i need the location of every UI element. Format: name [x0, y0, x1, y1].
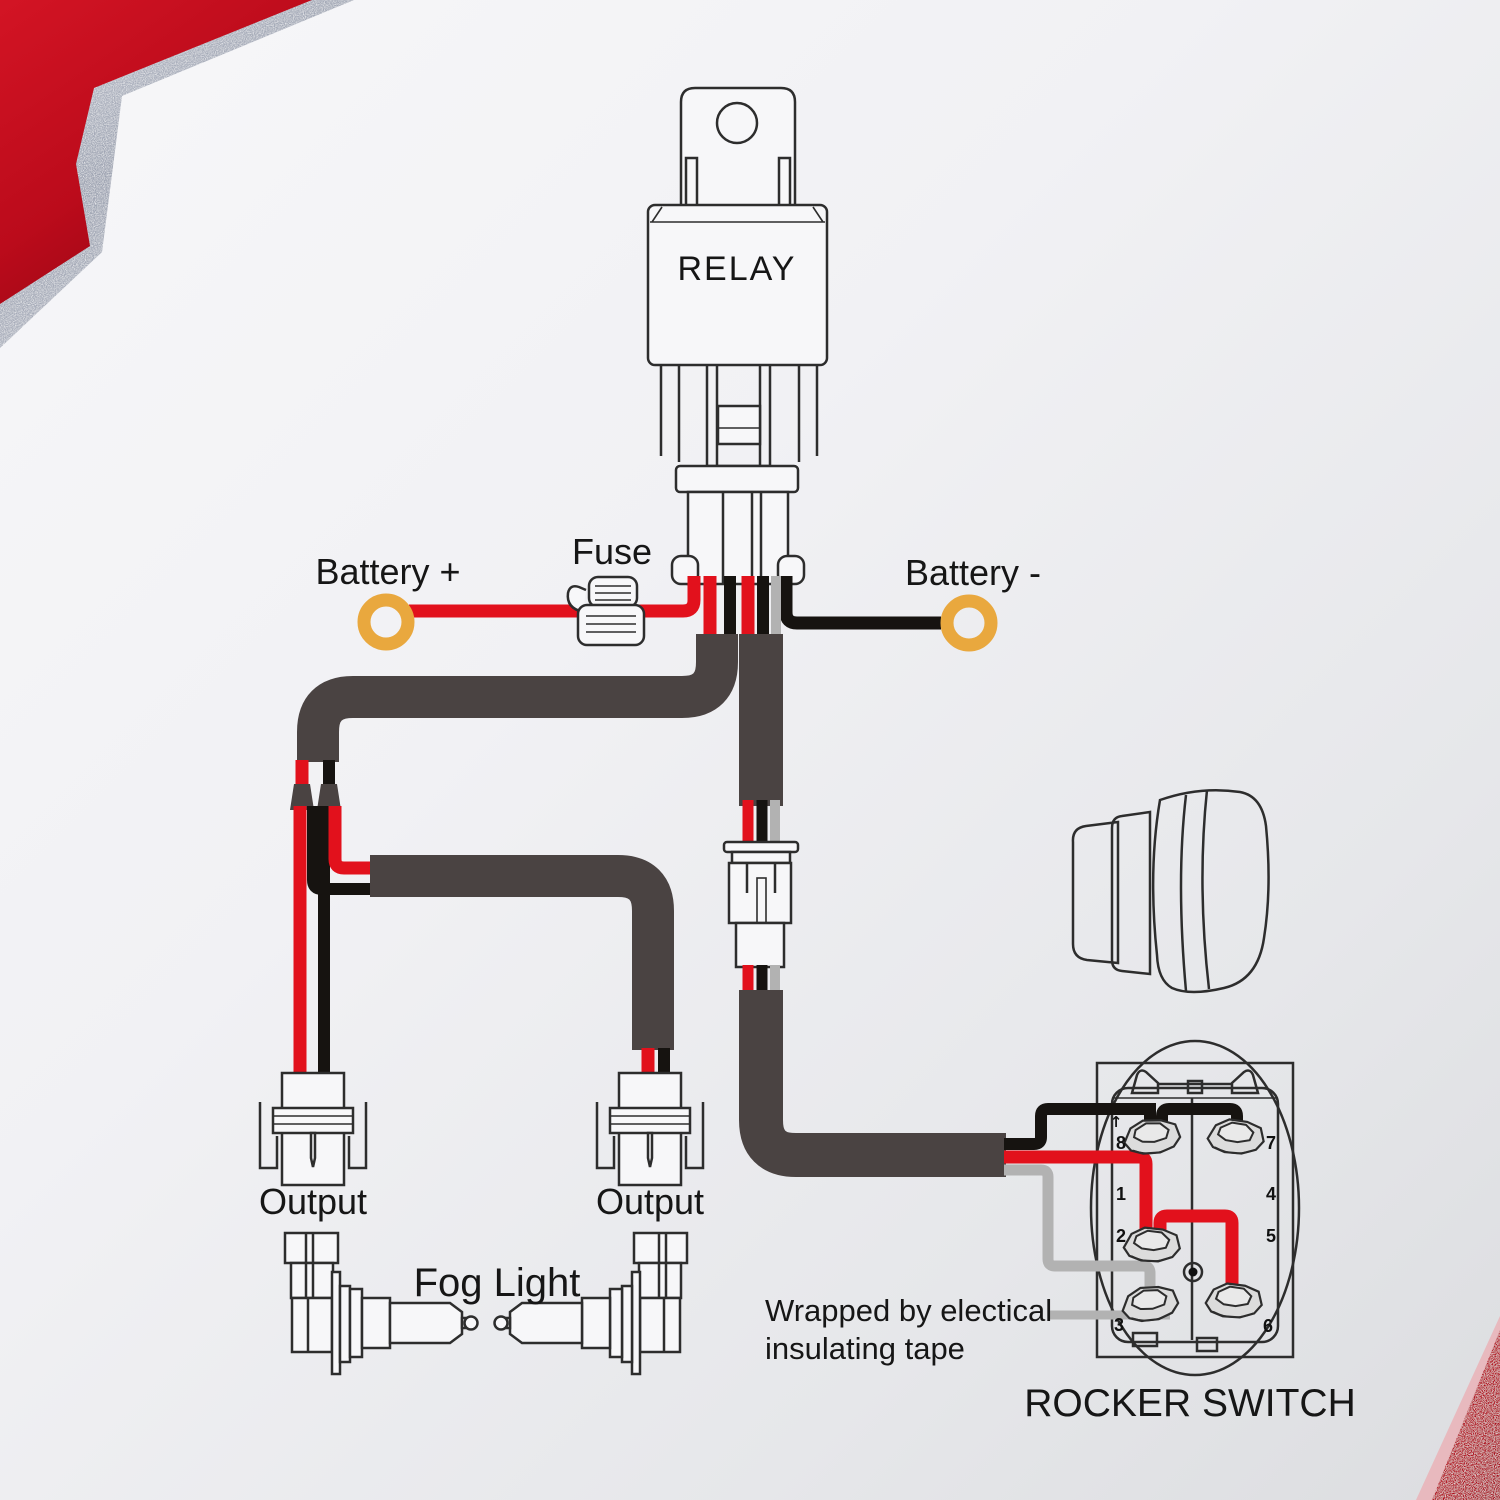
- label-tape-note-line1: Wrapped by electical: [765, 1293, 1052, 1328]
- label-rocker-switch: ROCKER SWITCH: [1024, 1382, 1356, 1425]
- terminal-number-3: 3: [1114, 1315, 1124, 1335]
- terminal-arrow: ↑: [1110, 1113, 1123, 1131]
- label-relay: RELAY: [678, 250, 797, 288]
- relay-mounting-tab: [679, 86, 797, 210]
- relay-plug: [670, 464, 806, 586]
- corner-decoration-top-left: [0, 0, 354, 348]
- fog-light-bulb-right: [493, 1231, 689, 1376]
- harness-cable-branch: [370, 855, 674, 1050]
- label-output-right: Output: [596, 1181, 704, 1222]
- wire-branch-red: [328, 806, 372, 875]
- terminal-lug-3: [1119, 1283, 1181, 1325]
- switch-pivot-icon: [1182, 1261, 1204, 1283]
- bulb-glass: [388, 1301, 464, 1345]
- terminal-number-1: 1: [1116, 1184, 1126, 1204]
- terminal-number-6: 6: [1263, 1316, 1273, 1336]
- bulb-tip: [463, 1315, 479, 1331]
- ring-terminal-positive-icon: [357, 593, 415, 651]
- terminal-lug-7: [1205, 1116, 1267, 1157]
- inline-connector: [722, 840, 800, 969]
- relay: [646, 86, 829, 586]
- output-connector-right: [595, 1071, 705, 1187]
- relay-body-bevel: [650, 206, 825, 223]
- switch-tab-left: [1131, 1331, 1159, 1348]
- harness-cable-left: [297, 634, 738, 762]
- terminal-lug-6: [1203, 1280, 1265, 1321]
- heat-shrink-sleeve-left: [290, 784, 314, 810]
- wire-switch-red: [1004, 1150, 1153, 1244]
- fog-light-bulb-left: [283, 1231, 479, 1376]
- label-output-left: Output: [259, 1181, 367, 1222]
- relay-pin-block: [659, 365, 819, 468]
- terminal-number-5: 5: [1266, 1226, 1276, 1246]
- output-connector-left: [258, 1071, 368, 1187]
- relay-latch: [716, 404, 762, 446]
- switch-retainer-clip: [1130, 1069, 1260, 1095]
- connector-pin: [646, 1131, 654, 1168]
- terminal-number-4: 4: [1266, 1184, 1276, 1204]
- rocker-switch-actuator: [1071, 788, 1270, 994]
- connector-pin: [309, 1131, 317, 1168]
- relay-body: [646, 203, 829, 367]
- terminal-lug-2: [1122, 1225, 1182, 1264]
- label-battery-negative: Battery -: [905, 552, 1041, 593]
- label-tape-note-line2: insulating tape: [765, 1331, 965, 1366]
- bulb-glass: [508, 1301, 584, 1345]
- terminal-number-7: 7: [1266, 1133, 1276, 1153]
- terminal-lug-8: [1121, 1116, 1183, 1157]
- mounting-hole-icon: [715, 101, 759, 145]
- red-wedge-shape: [1432, 1330, 1500, 1500]
- ring-terminal-negative-icon: [940, 594, 998, 652]
- bulb-tip: [493, 1315, 509, 1331]
- wire-switch-gray: [1004, 1164, 1156, 1302]
- wire-switch-black: [1004, 1103, 1156, 1150]
- label-fuse: Fuse: [572, 531, 652, 572]
- wire-branch-black: [307, 806, 372, 895]
- harness-cable-switch-lower: [739, 990, 1006, 1177]
- label-battery-positive: Battery +: [315, 551, 460, 592]
- wire-switch-black-jumper: [1156, 1103, 1243, 1134]
- switch-tab-right: [1195, 1336, 1219, 1353]
- terminal-number-8: 8: [1116, 1133, 1126, 1153]
- wire-battery-negative: [779, 576, 941, 630]
- heat-shrink-sleeve-right: [317, 784, 341, 810]
- switch-pivot-dot: [1188, 1267, 1198, 1277]
- red-corner-shape: [0, 0, 312, 304]
- wire-battery-positive: [409, 576, 701, 618]
- terminal-number-2: 2: [1116, 1226, 1126, 1246]
- fuse-holder-icon: [566, 575, 646, 647]
- corner-decoration-bottom-right: [1416, 1316, 1500, 1500]
- label-fog-light: Fog Light: [414, 1261, 581, 1305]
- wire-switch-red-jumper: [1153, 1209, 1239, 1299]
